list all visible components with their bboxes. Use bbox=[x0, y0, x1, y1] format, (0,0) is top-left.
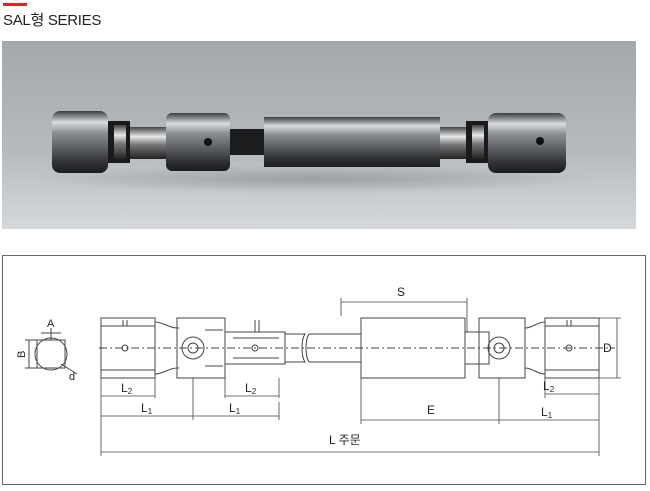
page-title: SAL형 SERIES bbox=[3, 12, 102, 29]
label-l1-mid-sub: 1 bbox=[236, 407, 241, 416]
label-d-small: d bbox=[69, 371, 75, 383]
label-l2-right-main: L bbox=[543, 379, 550, 393]
dimension-drawing-panel: A B d bbox=[2, 255, 646, 485]
label-l2-mid-main: L bbox=[245, 381, 252, 395]
label-l1-mid: L1 bbox=[229, 401, 241, 416]
left-hub bbox=[100, 317, 226, 379]
label-l1-right: L1 bbox=[541, 405, 553, 420]
label-l2-mid: L2 bbox=[245, 381, 257, 396]
dimension-lines bbox=[100, 298, 621, 456]
label-l1-left: L1 bbox=[141, 401, 153, 416]
label-l1-right-sub: 1 bbox=[548, 411, 553, 420]
label-e: E bbox=[427, 403, 435, 417]
right-yoke bbox=[464, 317, 600, 379]
label-l2-mid-sub: 2 bbox=[252, 387, 257, 396]
label-l2-right-sub: 2 bbox=[550, 385, 555, 394]
label-l-order: L 주문 bbox=[329, 433, 361, 447]
middle-shaft bbox=[285, 317, 466, 379]
label-l2-left-sub: 2 bbox=[128, 387, 133, 396]
label-l1-left-main: L bbox=[141, 401, 148, 415]
product-photo-art bbox=[2, 41, 636, 229]
label-l1-left-sub: 1 bbox=[148, 407, 153, 416]
dimension-drawing: A B d bbox=[16, 285, 621, 456]
title-accent-bar bbox=[3, 3, 27, 6]
left-yoke bbox=[224, 320, 286, 365]
label-b: B bbox=[16, 351, 28, 358]
label-d: D bbox=[603, 341, 612, 355]
label-l1-mid-main: L bbox=[229, 401, 236, 415]
label-s: S bbox=[397, 285, 405, 299]
product-photo bbox=[2, 41, 636, 229]
label-l2-right: L2 bbox=[543, 379, 555, 394]
label-l2-left: L2 bbox=[121, 381, 133, 396]
cross-section bbox=[25, 328, 78, 375]
label-l1-right-main: L bbox=[541, 405, 548, 419]
label-a: A bbox=[47, 318, 55, 330]
label-l2-left-main: L bbox=[121, 381, 128, 395]
